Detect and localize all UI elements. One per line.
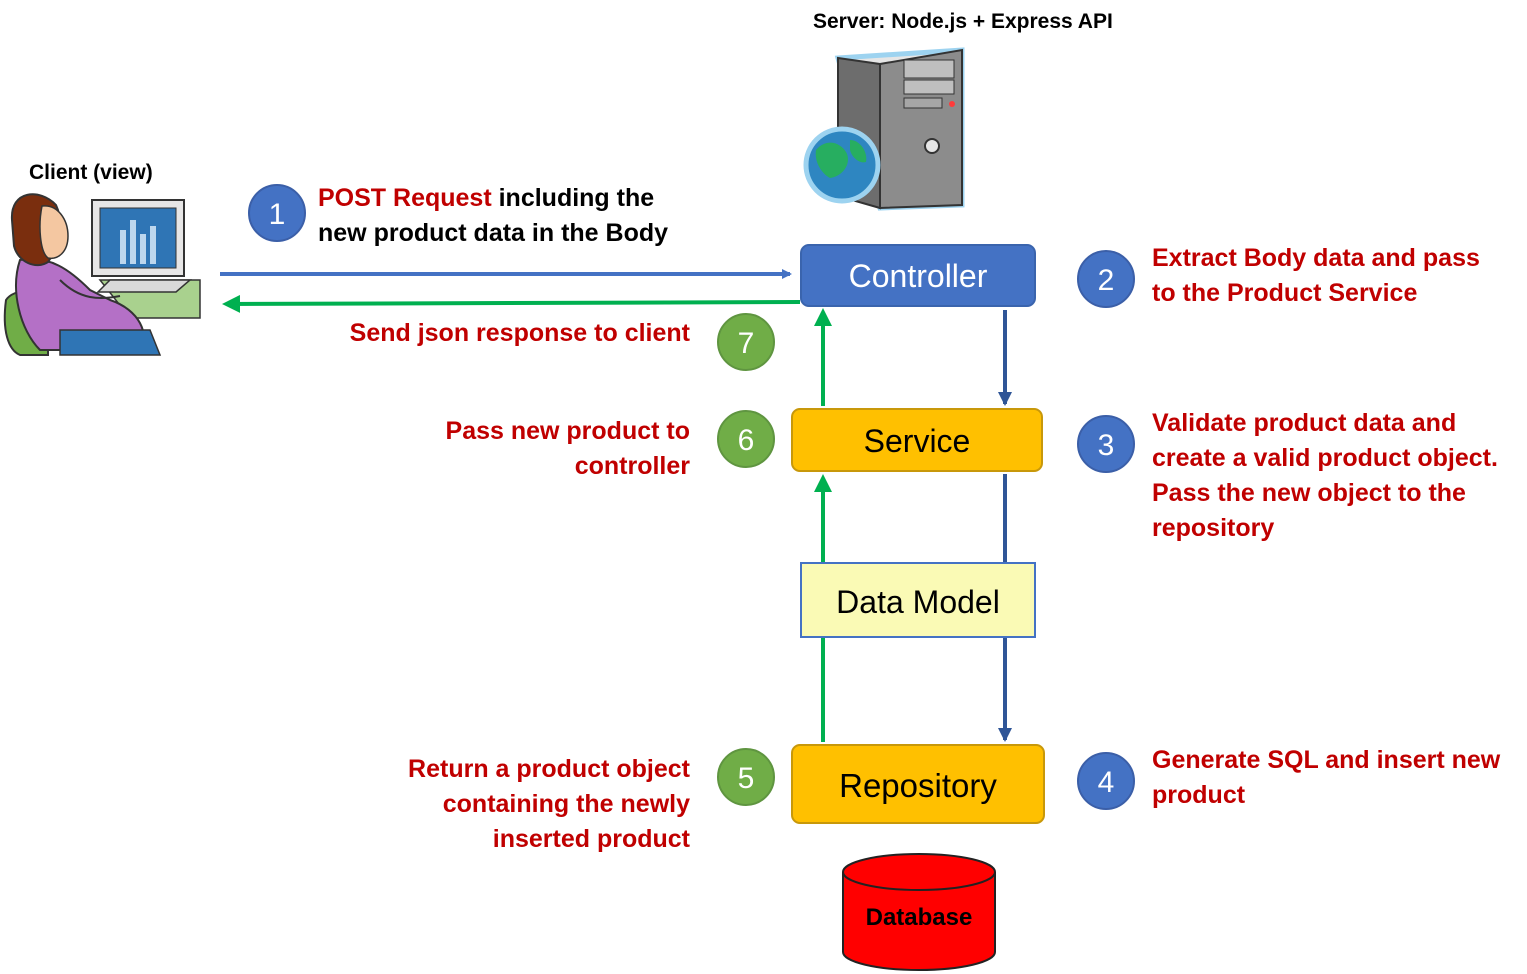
step-5-badge: 5 xyxy=(717,748,775,806)
step-4-text: Generate SQL and insert new product xyxy=(1152,746,1501,809)
response-arrow xyxy=(222,294,801,313)
step-5-text: Return a product object containing the n… xyxy=(408,755,690,853)
client-label: Client (view) xyxy=(29,161,153,184)
database-cylinder-icon xyxy=(842,853,996,971)
step-6-badge: 6 xyxy=(717,410,775,468)
step-7-text: Send json response to client xyxy=(349,319,690,347)
server-label: Server: Node.js + Express API xyxy=(813,10,1113,33)
step-7-badge: 7 xyxy=(717,313,775,371)
controller-box: Controller xyxy=(800,244,1036,307)
step-3-badge: 3 xyxy=(1077,415,1135,473)
step-1-description: including the new product data in the Bo… xyxy=(318,184,669,247)
step-2-text: Extract Body data and pass to the Produc… xyxy=(1152,244,1480,307)
step-6-text: Pass new product to controller xyxy=(445,417,690,480)
server-tower-globe-icon xyxy=(803,47,965,211)
data-model-box: Data Model xyxy=(800,562,1036,638)
step-1-text: POST Request including the new product d… xyxy=(318,181,708,251)
repository-box: Repository xyxy=(791,744,1045,824)
step-2-badge: 2 xyxy=(1077,250,1135,308)
database-label: Database xyxy=(865,904,973,931)
step-3-text: Validate product data and create a valid… xyxy=(1152,409,1498,542)
service-box: Service xyxy=(791,408,1043,472)
step-1-highlight: POST Request xyxy=(318,184,492,212)
step-4-badge: 4 xyxy=(1077,752,1135,810)
step-1-badge: 1 xyxy=(248,184,306,242)
client-person-computer-icon xyxy=(3,193,201,356)
